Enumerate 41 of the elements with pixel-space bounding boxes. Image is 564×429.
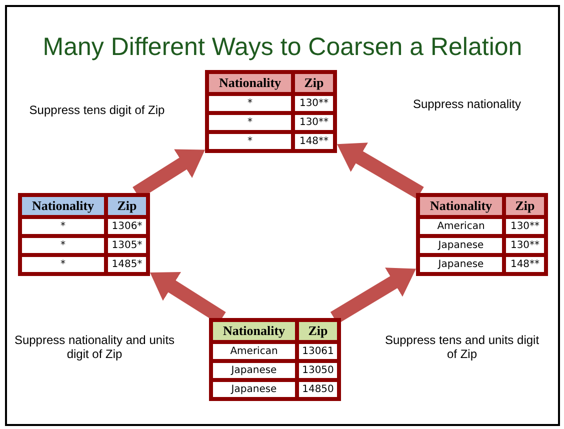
table-cell: Japanese <box>211 361 297 380</box>
table-cell: American <box>418 217 504 236</box>
data-table <box>18 193 150 276</box>
step-note: Suppress tens digit of Zip <box>28 103 166 117</box>
title: Many Different Ways to Coarsen a Relation <box>42 33 524 62</box>
table-cell: * <box>207 94 293 113</box>
table-cell: 1306* <box>106 217 148 236</box>
table-cell: 130** <box>293 94 335 113</box>
data-table <box>209 318 341 401</box>
column-header: Zip <box>504 195 546 217</box>
table-cell: 1305* <box>106 236 148 255</box>
table-cell: * <box>20 255 106 274</box>
step-note: Suppress nationality and units digit of Zip <box>13 333 176 361</box>
table-cell: Japanese <box>418 255 504 274</box>
table-cell: 130** <box>293 113 335 132</box>
data-table <box>416 193 548 276</box>
table-cell: 148** <box>504 255 546 274</box>
column-header: Nationality <box>20 195 106 217</box>
column-header: Nationality <box>211 320 297 342</box>
table-cell: 130** <box>504 217 546 236</box>
column-header: Zip <box>106 195 148 217</box>
table-cell: Japanese <box>211 380 297 399</box>
step-note: Suppress tens and units digit of Zip <box>384 333 540 361</box>
table-cell: * <box>207 132 293 151</box>
column-header: Nationality <box>207 72 293 94</box>
table-cell: * <box>20 217 106 236</box>
table-cell: * <box>207 113 293 132</box>
table-cell: 13050 <box>297 361 339 380</box>
data-table <box>205 70 337 153</box>
table-cell: * <box>20 236 106 255</box>
table-cell: Japanese <box>418 236 504 255</box>
table-cell: 14850 <box>297 380 339 399</box>
table-cell: 13061 <box>297 342 339 361</box>
table-cell: 148** <box>293 132 335 151</box>
table-cell: 130** <box>504 236 546 255</box>
step-note: Suppress nationality <box>412 97 522 111</box>
column-header: Nationality <box>418 195 504 217</box>
table-cell: 1485* <box>106 255 148 274</box>
column-header: Zip <box>293 72 335 94</box>
table-cell: American <box>211 342 297 361</box>
column-header: Zip <box>297 320 339 342</box>
